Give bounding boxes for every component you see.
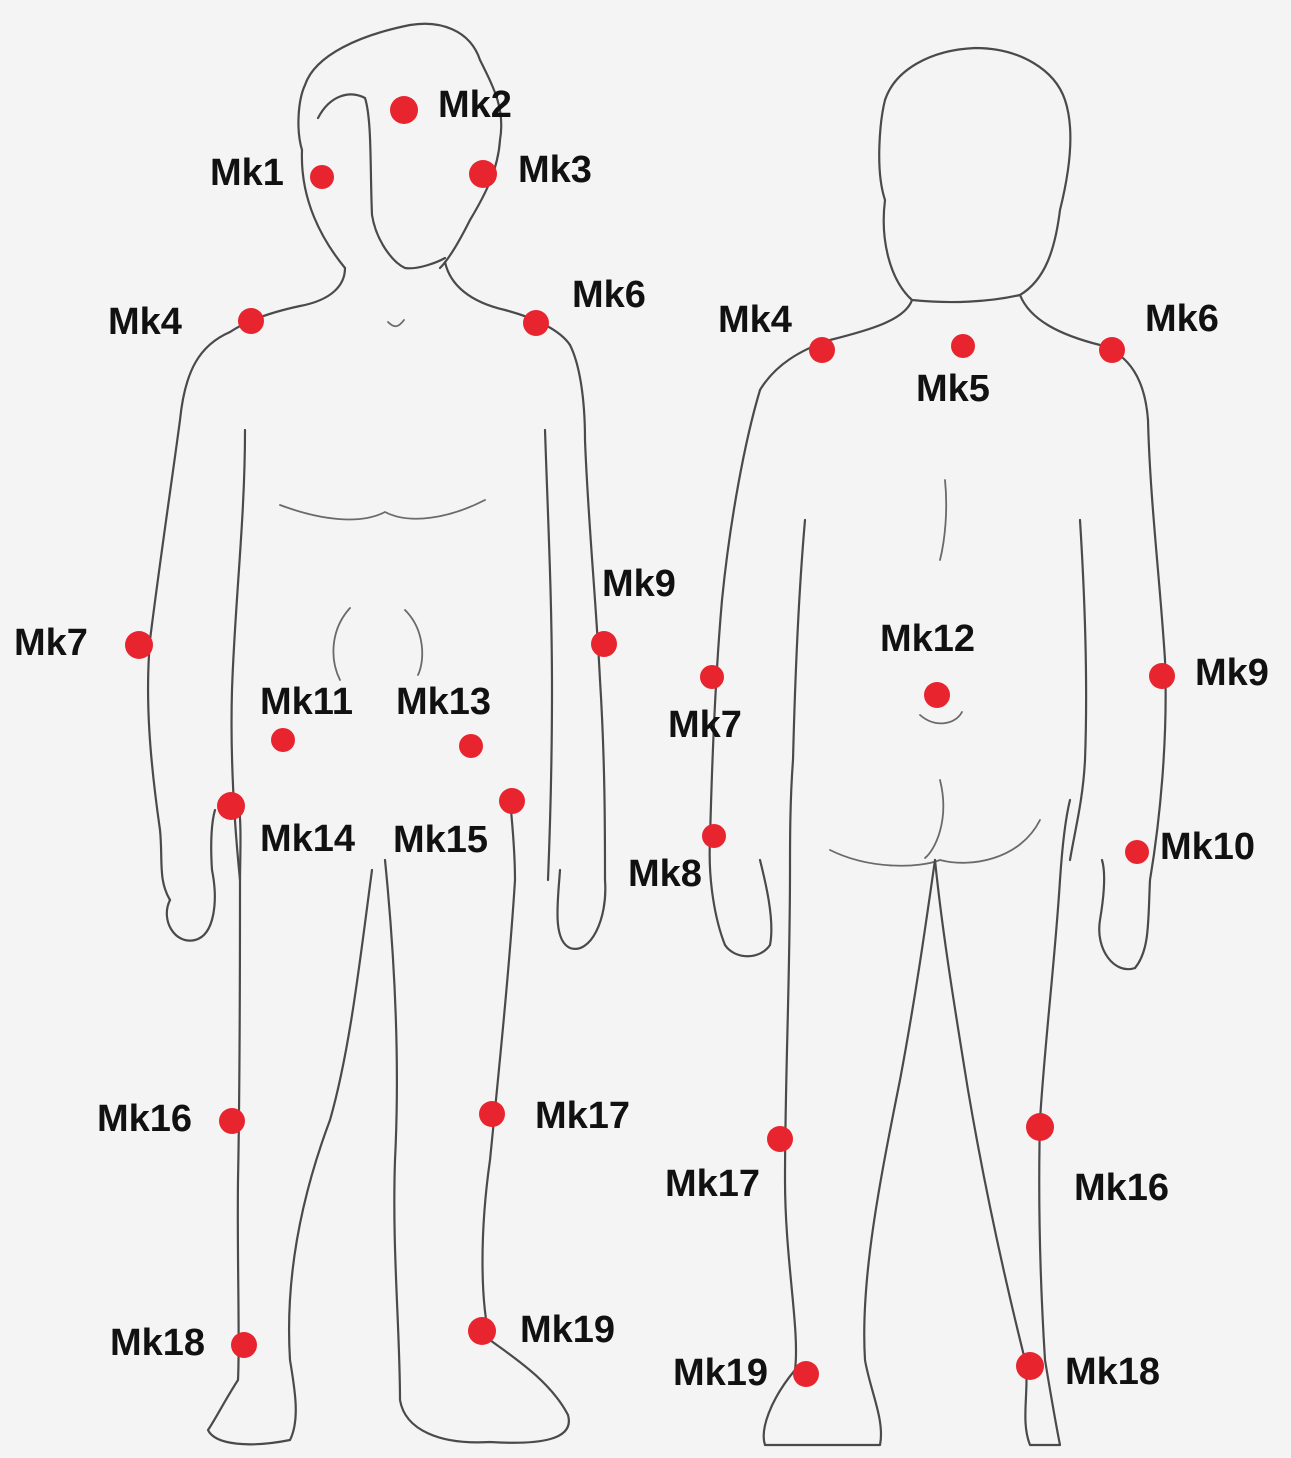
back-marker-label-mk6: Mk6: [1145, 298, 1219, 340]
front-marker-dot-mk19: [468, 1317, 496, 1345]
back-marker-dot-mk16: [1026, 1113, 1054, 1141]
back-marker-dot-mk5: [951, 334, 975, 358]
front-marker-label-mk13: Mk13: [396, 681, 491, 723]
front-marker-dot-mk9: [591, 631, 617, 657]
front-marker-label-mk17: Mk17: [535, 1095, 630, 1137]
front-marker-dot-mk1: [310, 165, 334, 189]
back-marker-dot-mk19: [793, 1361, 819, 1387]
back-marker-dot-mk8: [702, 824, 726, 848]
front-marker-dot-mk13: [459, 734, 483, 758]
front-marker-label-mk6: Mk6: [572, 274, 646, 316]
front-marker-label-mk19: Mk19: [520, 1309, 615, 1351]
back-marker-label-mk4: Mk4: [718, 299, 792, 341]
back-marker-label-mk8: Mk8: [628, 853, 702, 895]
back-marker-label-mk5: Mk5: [916, 368, 990, 410]
front-body-outline: [148, 24, 605, 1445]
front-marker-dot-mk11: [271, 728, 295, 752]
front-marker-label-mk7: Mk7: [14, 622, 88, 664]
front-marker-dot-mk15: [499, 788, 525, 814]
back-marker-label-mk9: Mk9: [1195, 652, 1269, 694]
back-marker-dot-mk10: [1125, 840, 1149, 864]
front-marker-dot-mk7: [125, 631, 153, 659]
front-marker-label-mk3: Mk3: [518, 149, 592, 191]
front-marker-dot-mk4: [238, 308, 264, 334]
back-marker-dot-mk7: [700, 665, 724, 689]
front-marker-dot-mk3: [469, 160, 497, 188]
front-marker-label-mk14: Mk14: [260, 818, 355, 860]
front-marker-dot-mk17: [479, 1101, 505, 1127]
front-marker-label-mk2: Mk2: [438, 84, 512, 126]
back-marker-label-mk12: Mk12: [880, 618, 975, 660]
front-marker-dot-mk16: [219, 1108, 245, 1134]
front-marker-dot-mk14: [217, 792, 245, 820]
back-marker-dot-mk18: [1016, 1352, 1044, 1380]
front-marker-label-mk1: Mk1: [210, 152, 284, 194]
back-marker-label-mk17: Mk17: [665, 1163, 760, 1205]
front-marker-label-mk9: Mk9: [602, 563, 676, 605]
front-marker-label-mk18: Mk18: [110, 1322, 205, 1364]
front-marker-label-mk11: Mk11: [260, 681, 353, 723]
back-marker-dot-mk17: [767, 1126, 793, 1152]
front-marker-dot-mk18: [231, 1332, 257, 1358]
back-marker-label-mk19: Mk19: [673, 1352, 768, 1394]
back-marker-dot-mk4: [809, 337, 835, 363]
back-marker-dot-mk6: [1099, 337, 1125, 363]
front-marker-dot-mk2: [390, 96, 418, 124]
back-marker-dot-mk12: [924, 682, 950, 708]
front-marker-dot-mk6: [523, 310, 549, 336]
back-marker-label-mk10: Mk10: [1160, 826, 1255, 868]
front-marker-label-mk16: Mk16: [97, 1098, 192, 1140]
back-marker-dot-mk9: [1149, 663, 1175, 689]
back-marker-label-mk7: Mk7: [668, 704, 742, 746]
front-marker-label-mk4: Mk4: [108, 301, 182, 343]
back-marker-label-mk16: Mk16: [1074, 1167, 1169, 1209]
front-marker-label-mk15: Mk15: [393, 819, 488, 861]
back-body-outline: [710, 48, 1166, 1445]
back-marker-label-mk18: Mk18: [1065, 1351, 1160, 1393]
